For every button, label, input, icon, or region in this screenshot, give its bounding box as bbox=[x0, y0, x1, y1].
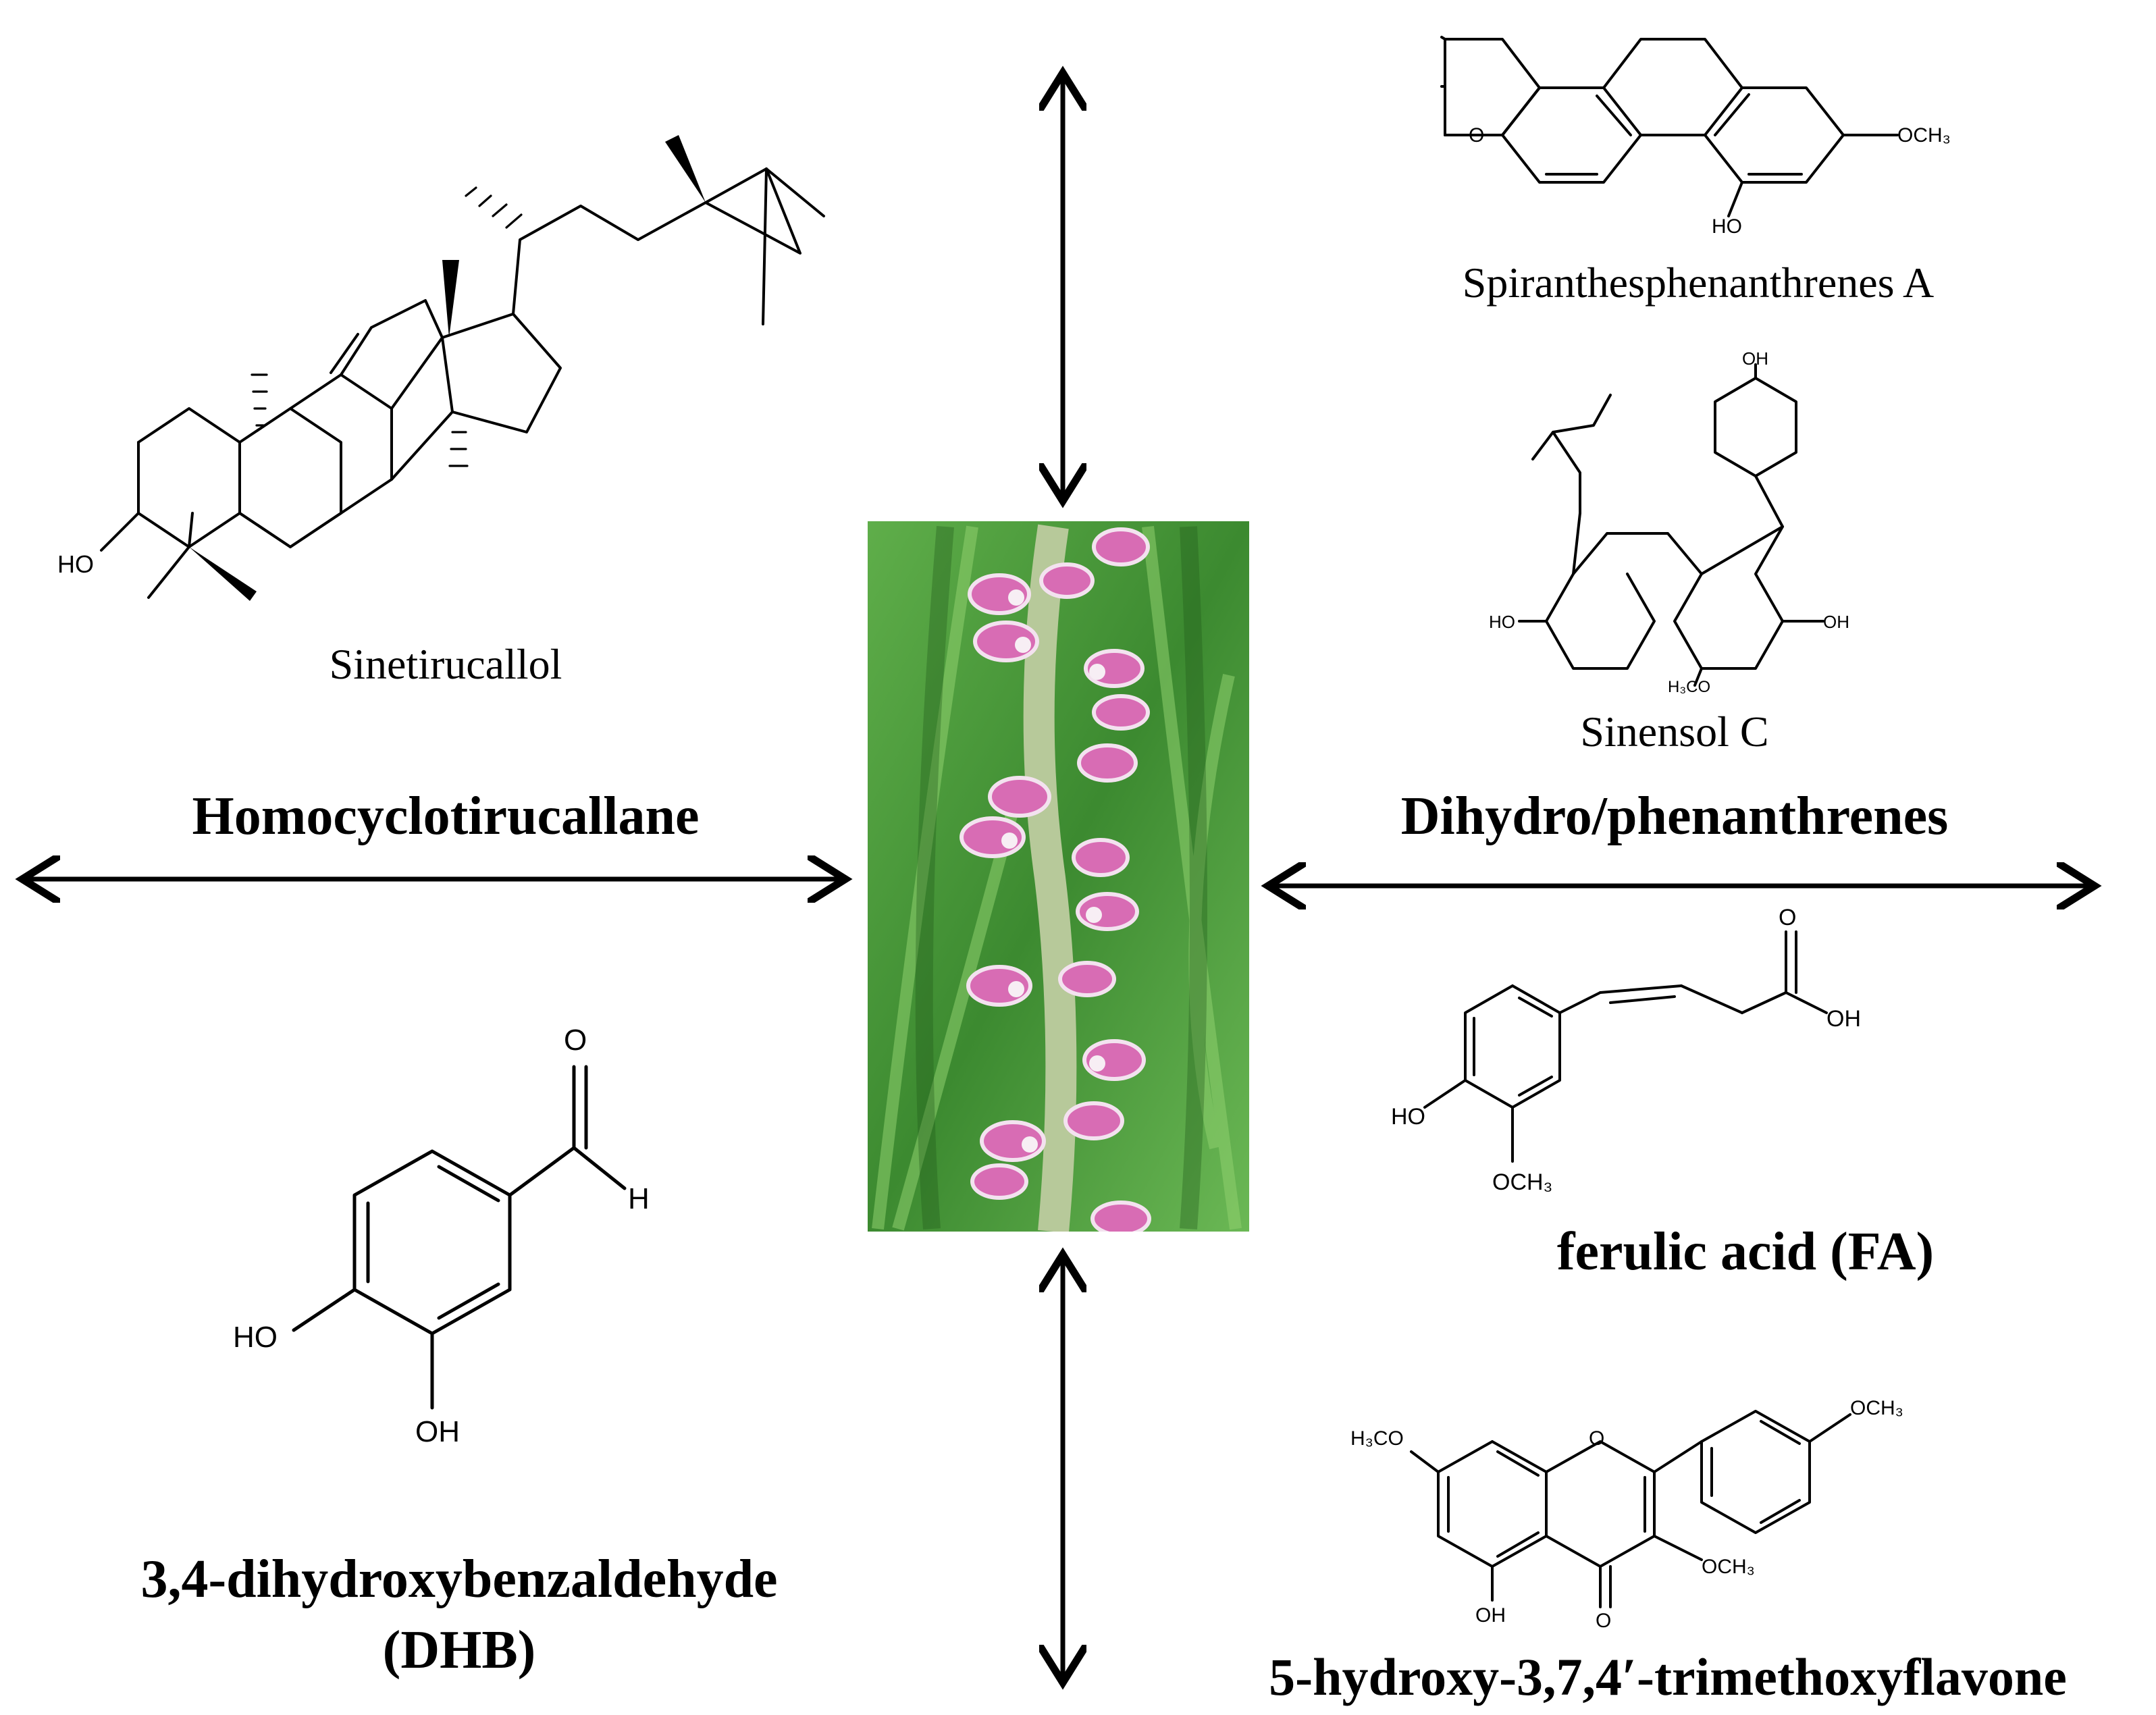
atom-ho: HO bbox=[57, 550, 94, 578]
atom-och3: OCH₃ bbox=[1492, 1169, 1552, 1195]
atom-o-ring: O bbox=[1589, 1427, 1604, 1450]
label-flavone: 5-hydroxy-3,7,4′-trimethoxyflavone bbox=[1269, 1647, 2067, 1706]
atom-oh: OH bbox=[1475, 1604, 1506, 1627]
structure-sinensol-c: OH HO OH H₃CO Sinensol C bbox=[1489, 348, 1849, 756]
atom-och3-b: OCH₃ bbox=[1850, 1397, 1903, 1419]
structure-spiranthesphenanthrene-a: O OCH₃ HO Spiranthesphenanthrenes A bbox=[1440, 36, 1951, 307]
flowers bbox=[959, 527, 1151, 1232]
category-dihydrophenanthrenes: Dihydro/phenanthrenes bbox=[1401, 787, 1949, 846]
atom-o: O bbox=[1779, 905, 1796, 930]
atom-h: H bbox=[628, 1182, 650, 1215]
arrows bbox=[27, 78, 2090, 1678]
label-dhb-line1: 3,4-dihydroxybenzaldehyde bbox=[140, 1550, 777, 1609]
atom-oh: OH bbox=[415, 1415, 460, 1448]
atom-ho: HO bbox=[1391, 1104, 1425, 1130]
atom-o-pyran: O bbox=[1469, 124, 1484, 147]
atom-och3: OCH₃ bbox=[1897, 124, 1951, 147]
structure-ferulic-acid: O OH HO OCH₃ bbox=[1391, 905, 1861, 1195]
category-homocyclotirucallane: Homocyclotirucallane bbox=[192, 787, 700, 846]
atom-oh-top: OH bbox=[1742, 348, 1768, 369]
plant-photo bbox=[868, 521, 1249, 1232]
structure-sinetirucallol: HO Sinetirucallol bbox=[57, 135, 825, 688]
label-sinensol-c: Sinensol C bbox=[1580, 708, 1768, 756]
label-ferulic-acid: ferulic acid (FA) bbox=[1557, 1222, 1934, 1282]
atom-ho: HO bbox=[233, 1321, 278, 1354]
atom-oh: OH bbox=[1826, 1006, 1861, 1032]
label-dhb-line2: (DHB) bbox=[383, 1620, 536, 1680]
stem bbox=[1023, 524, 1077, 1232]
structure-dhb: O H HO OH bbox=[233, 1024, 650, 1448]
atom-och3-c: OCH₃ bbox=[1702, 1556, 1755, 1578]
atom-oh: HO bbox=[1712, 215, 1742, 238]
atom-oh-right: OH bbox=[1823, 612, 1849, 632]
atom-h3co: H₃CO bbox=[1350, 1427, 1404, 1450]
structure-flavone: O O OH OCH₃ OCH₃ H₃CO bbox=[1350, 1397, 1903, 1632]
label-spiranthesphenanthrene-a: Spiranthesphenanthrenes A bbox=[1463, 259, 1935, 307]
atom-o: O bbox=[564, 1024, 587, 1057]
atom-o-keto: O bbox=[1596, 1610, 1611, 1632]
atom-h3co: H₃CO bbox=[1668, 678, 1710, 696]
atom-ho-left: HO bbox=[1489, 612, 1515, 632]
label-sinetirucallol: Sinetirucallol bbox=[330, 640, 562, 688]
